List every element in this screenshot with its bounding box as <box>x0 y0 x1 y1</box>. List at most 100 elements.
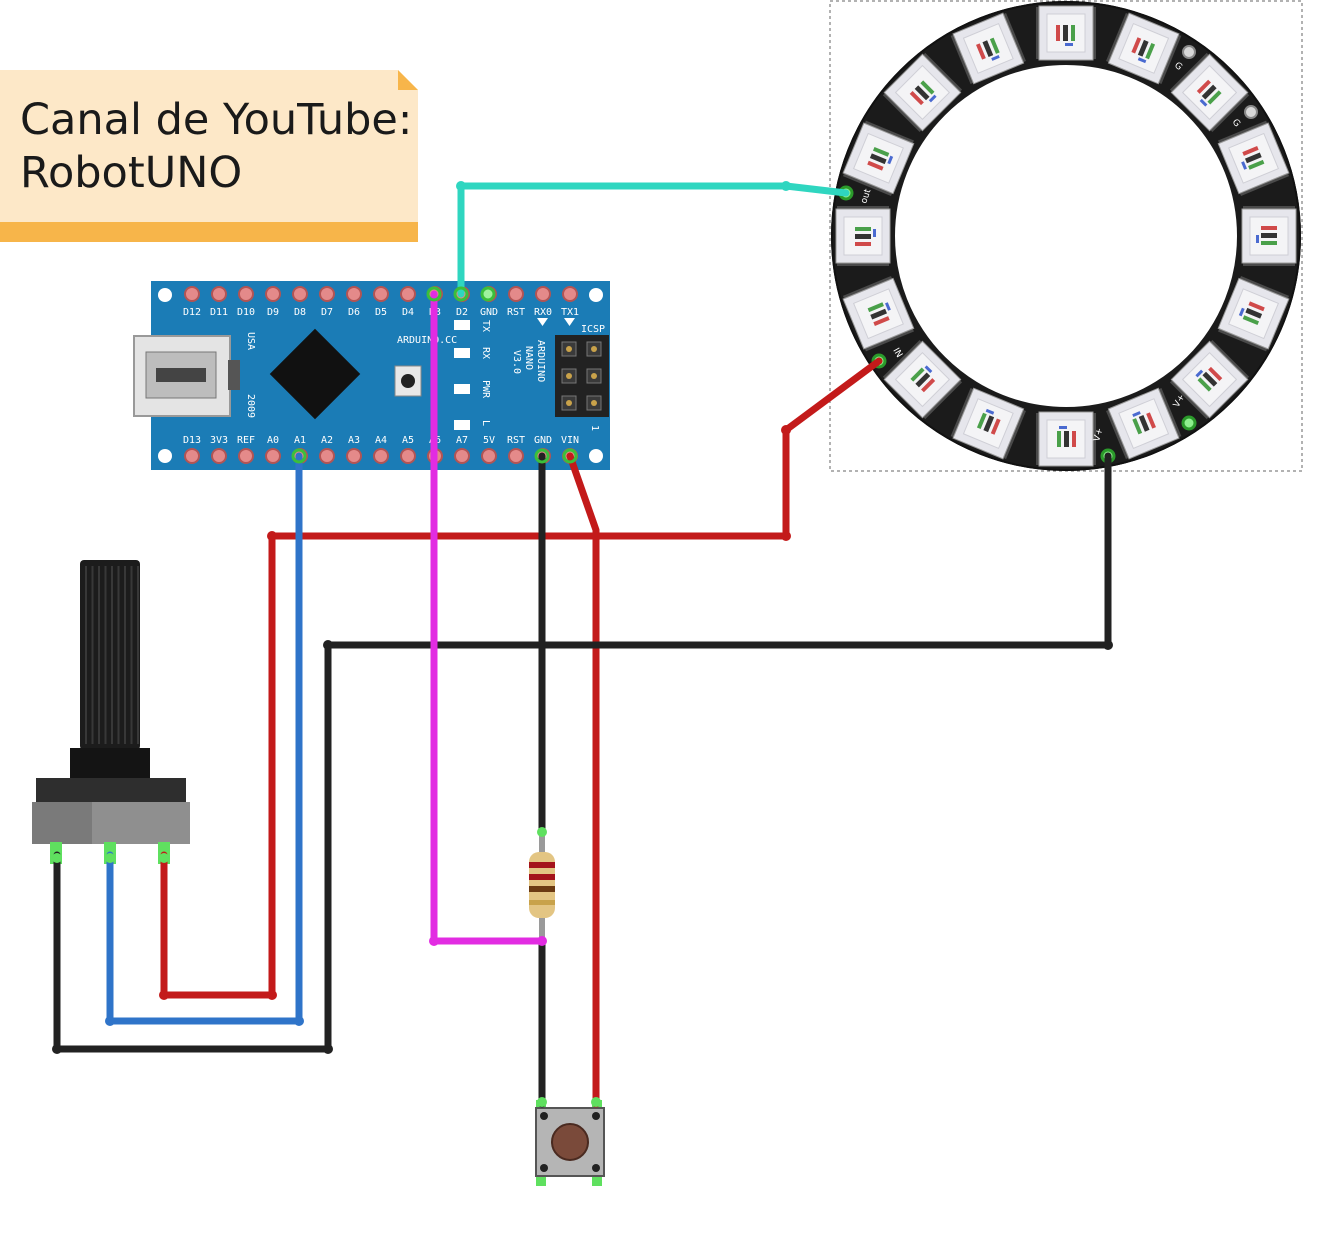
wire-joint <box>429 936 439 946</box>
led-die-green <box>920 80 935 95</box>
icsp-arrow-icon <box>564 318 575 326</box>
led-die-red <box>976 43 986 60</box>
pin-label-bottom: A5 <box>402 435 414 446</box>
icsp-pin-hole <box>566 400 572 406</box>
resistor-body[interactable] <box>529 852 555 918</box>
pin-label-top: D7 <box>321 307 333 318</box>
pin-bottom-a0[interactable] <box>265 448 281 464</box>
wire-joint <box>159 990 169 1000</box>
resistor-band-3 <box>529 886 555 892</box>
led-die-blue <box>1199 98 1208 107</box>
led-label-rx: RX <box>480 347 491 359</box>
wire-data-out[interactable] <box>457 182 850 298</box>
pot-top-plate <box>36 778 186 802</box>
ring-led <box>1169 52 1250 133</box>
wire-joint <box>456 181 466 191</box>
led-die-green <box>1132 418 1143 435</box>
led-die-chip <box>1261 233 1277 238</box>
pin-top-rx0[interactable] <box>535 286 551 302</box>
pin-top-d11[interactable] <box>211 286 227 302</box>
icsp-pins <box>561 341 602 411</box>
ring-pad-vplus-1[interactable] <box>1181 415 1197 431</box>
ring-label-gnd-2: G <box>1230 118 1242 130</box>
reset-button[interactable] <box>401 374 415 388</box>
resistor-lead-top <box>539 830 545 858</box>
led-die-chip <box>1202 371 1218 387</box>
pin-top-d9[interactable] <box>265 286 281 302</box>
icsp-pin-hole <box>591 400 597 406</box>
led-die-green <box>1207 90 1222 105</box>
pin-label-top: D5 <box>375 307 387 318</box>
wire-joints <box>52 181 1113 1107</box>
wire-joint <box>323 1044 333 1054</box>
connected-pin <box>426 286 442 302</box>
led-die-red <box>855 242 871 246</box>
push-button <box>535 1100 605 1186</box>
pin-bottom-a4[interactable] <box>373 448 389 464</box>
pin-bottom-5v[interactable] <box>481 448 497 464</box>
corner-label: 1 <box>589 425 600 431</box>
led-die-blue <box>1256 235 1259 243</box>
led-die-red <box>1131 37 1142 54</box>
ring-led <box>1036 5 1096 61</box>
pin-bottom-a3[interactable] <box>346 448 362 464</box>
pin-bottom-rst[interactable] <box>508 448 524 464</box>
pin-bottom-d13[interactable] <box>184 448 200 464</box>
led-die-green <box>910 367 925 382</box>
wire-end <box>159 853 169 863</box>
ring-led <box>882 52 963 133</box>
wire-end <box>537 1097 547 1107</box>
wire-vin[interactable] <box>566 452 600 1108</box>
pin-bottom-a5[interactable] <box>400 448 416 464</box>
wire-joint <box>323 640 333 650</box>
pin-bottom-a2[interactable] <box>319 448 335 464</box>
pin-top-rst[interactable] <box>508 286 524 302</box>
led-die-green <box>855 227 871 231</box>
pin-label-bottom: D13 <box>183 435 201 446</box>
led-tx <box>454 320 470 330</box>
arduino-nano: USA 2009 ARDUINO.CC TX RX PWR L ARDUINO … <box>133 281 610 470</box>
icsp-pin-hole <box>566 373 572 379</box>
pin-top-tx1[interactable] <box>562 286 578 302</box>
pin-label-top: GND <box>480 307 498 318</box>
pin-label-top: D4 <box>402 307 414 318</box>
wire-ring-ground[interactable] <box>53 452 1112 1053</box>
pin-bottom-3v3[interactable] <box>211 448 227 464</box>
ring-led <box>1241 206 1297 266</box>
ring-led-group <box>835 5 1297 467</box>
pin-top-d6[interactable] <box>346 286 362 302</box>
button-cap[interactable] <box>551 1123 589 1161</box>
pin-label-top: D9 <box>267 307 279 318</box>
youtube-note: Canal de YouTube: RobotUNO <box>0 70 418 242</box>
led-die-red <box>1072 431 1076 447</box>
pin-label-top: D10 <box>237 307 255 318</box>
pin-top-d12[interactable] <box>184 286 200 302</box>
pin-top-d10[interactable] <box>238 286 254 302</box>
pin-label-bottom: 5V <box>483 435 495 446</box>
resistor-band-4 <box>529 900 555 905</box>
wire-joint <box>537 640 547 650</box>
pin-top-d8[interactable] <box>292 286 308 302</box>
ring-outer-edge <box>831 1 1301 471</box>
pin-label-bottom: REF <box>237 435 255 446</box>
pin-bottom-a7[interactable] <box>454 448 470 464</box>
ring-led <box>1217 276 1290 352</box>
pin-bottom-ref[interactable] <box>238 448 254 464</box>
led-die-blue <box>1065 43 1073 46</box>
led-die-red <box>1242 146 1259 156</box>
led-die-blue <box>991 55 1000 61</box>
microcontroller-chip <box>269 328 361 420</box>
wire-joint <box>781 531 791 541</box>
pin-top-d4[interactable] <box>400 286 416 302</box>
led-die-chip <box>1064 431 1069 447</box>
pin-label-top: D2 <box>456 307 468 318</box>
button-corner <box>592 1112 600 1120</box>
led-die-red <box>909 91 924 106</box>
wire-analog[interactable] <box>106 452 303 1025</box>
pin-top-d5[interactable] <box>373 286 389 302</box>
pin-top-d7[interactable] <box>319 286 335 302</box>
pin-label-bottom: A1 <box>294 435 306 446</box>
model-line-2: NANO <box>523 346 534 370</box>
led-die-green <box>976 412 987 430</box>
